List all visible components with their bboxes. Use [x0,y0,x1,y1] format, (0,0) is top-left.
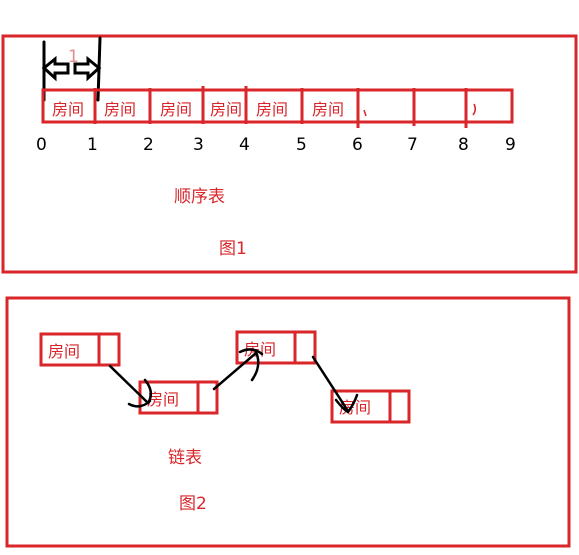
array-cell-4-label: 房间 [256,100,288,119]
list-node-4 [330,389,411,424]
pointer-arrow-1-to-2 [108,364,153,408]
figure1-frame [1,34,578,274]
list-node-1 [39,332,121,367]
axis-tick-0: 0 [36,135,47,155]
axis-tick-4: 4 [239,135,250,155]
axis-tick-7: 7 [407,135,418,155]
list-node-2-label: 房间 [147,390,179,409]
figure2-caption-name: 链表 [168,448,202,468]
figure1-caption-fig: 图1 [219,239,247,259]
axis-tick-2: 2 [143,135,154,155]
pointer-arrow-3-to-4 [311,355,359,414]
axis-tick-3: 3 [193,135,204,155]
list-node-3-label: 房间 [244,340,276,359]
array-cell-2-label: 房间 [160,100,192,119]
axis-tick-1: 1 [87,135,98,155]
array-strip [41,86,514,128]
list-node-2 [138,380,219,415]
pointer-arrow-2-to-3 [212,348,264,391]
array-cell-1-label: 房间 [104,100,136,119]
array-cell-5-label: 房间 [312,100,344,119]
axis-tick-9: 9 [505,135,516,155]
list-node-1-label: 房间 [48,342,80,361]
empty-cell-marks [363,103,477,117]
figure2-frame [5,296,571,548]
array-cell-0-label: 房间 [52,100,84,119]
unit-label: 1 [68,47,79,67]
array-cell-3-label: 房间 [210,100,242,119]
axis-tick-8: 8 [458,135,469,155]
list-node-3 [235,330,317,365]
axis-tick-6: 6 [352,135,363,155]
figure1-caption-name: 顺序表 [174,187,225,207]
figure2-caption-fig: 图2 [179,494,207,514]
axis-tick-5: 5 [296,135,307,155]
